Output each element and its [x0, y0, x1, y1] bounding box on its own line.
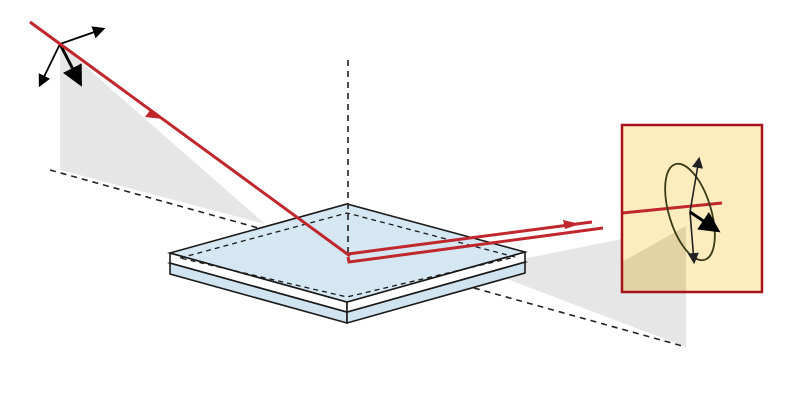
ellipse-major-axis-arrow — [689, 156, 704, 213]
reflected-beam-direction-arrow — [563, 220, 580, 229]
elliptical-polarization-inset — [620, 123, 764, 294]
incident-light-ray — [29, 20, 351, 258]
ellipse-major-axis-arrow-lower — [687, 211, 699, 265]
film-interface-dashed-outline — [179, 212, 516, 298]
inset-border — [620, 123, 764, 294]
reflected-light-ray — [346, 220, 604, 264]
polarization-ellipse — [664, 162, 716, 262]
plane-of-incidence-left — [60, 44, 265, 224]
incident-beam-direction-arrow — [145, 109, 163, 119]
thin-film-sample — [167, 203, 529, 325]
polarization-vector-arrow — [689, 210, 721, 233]
incident-polarization-arrows — [38, 26, 106, 88]
